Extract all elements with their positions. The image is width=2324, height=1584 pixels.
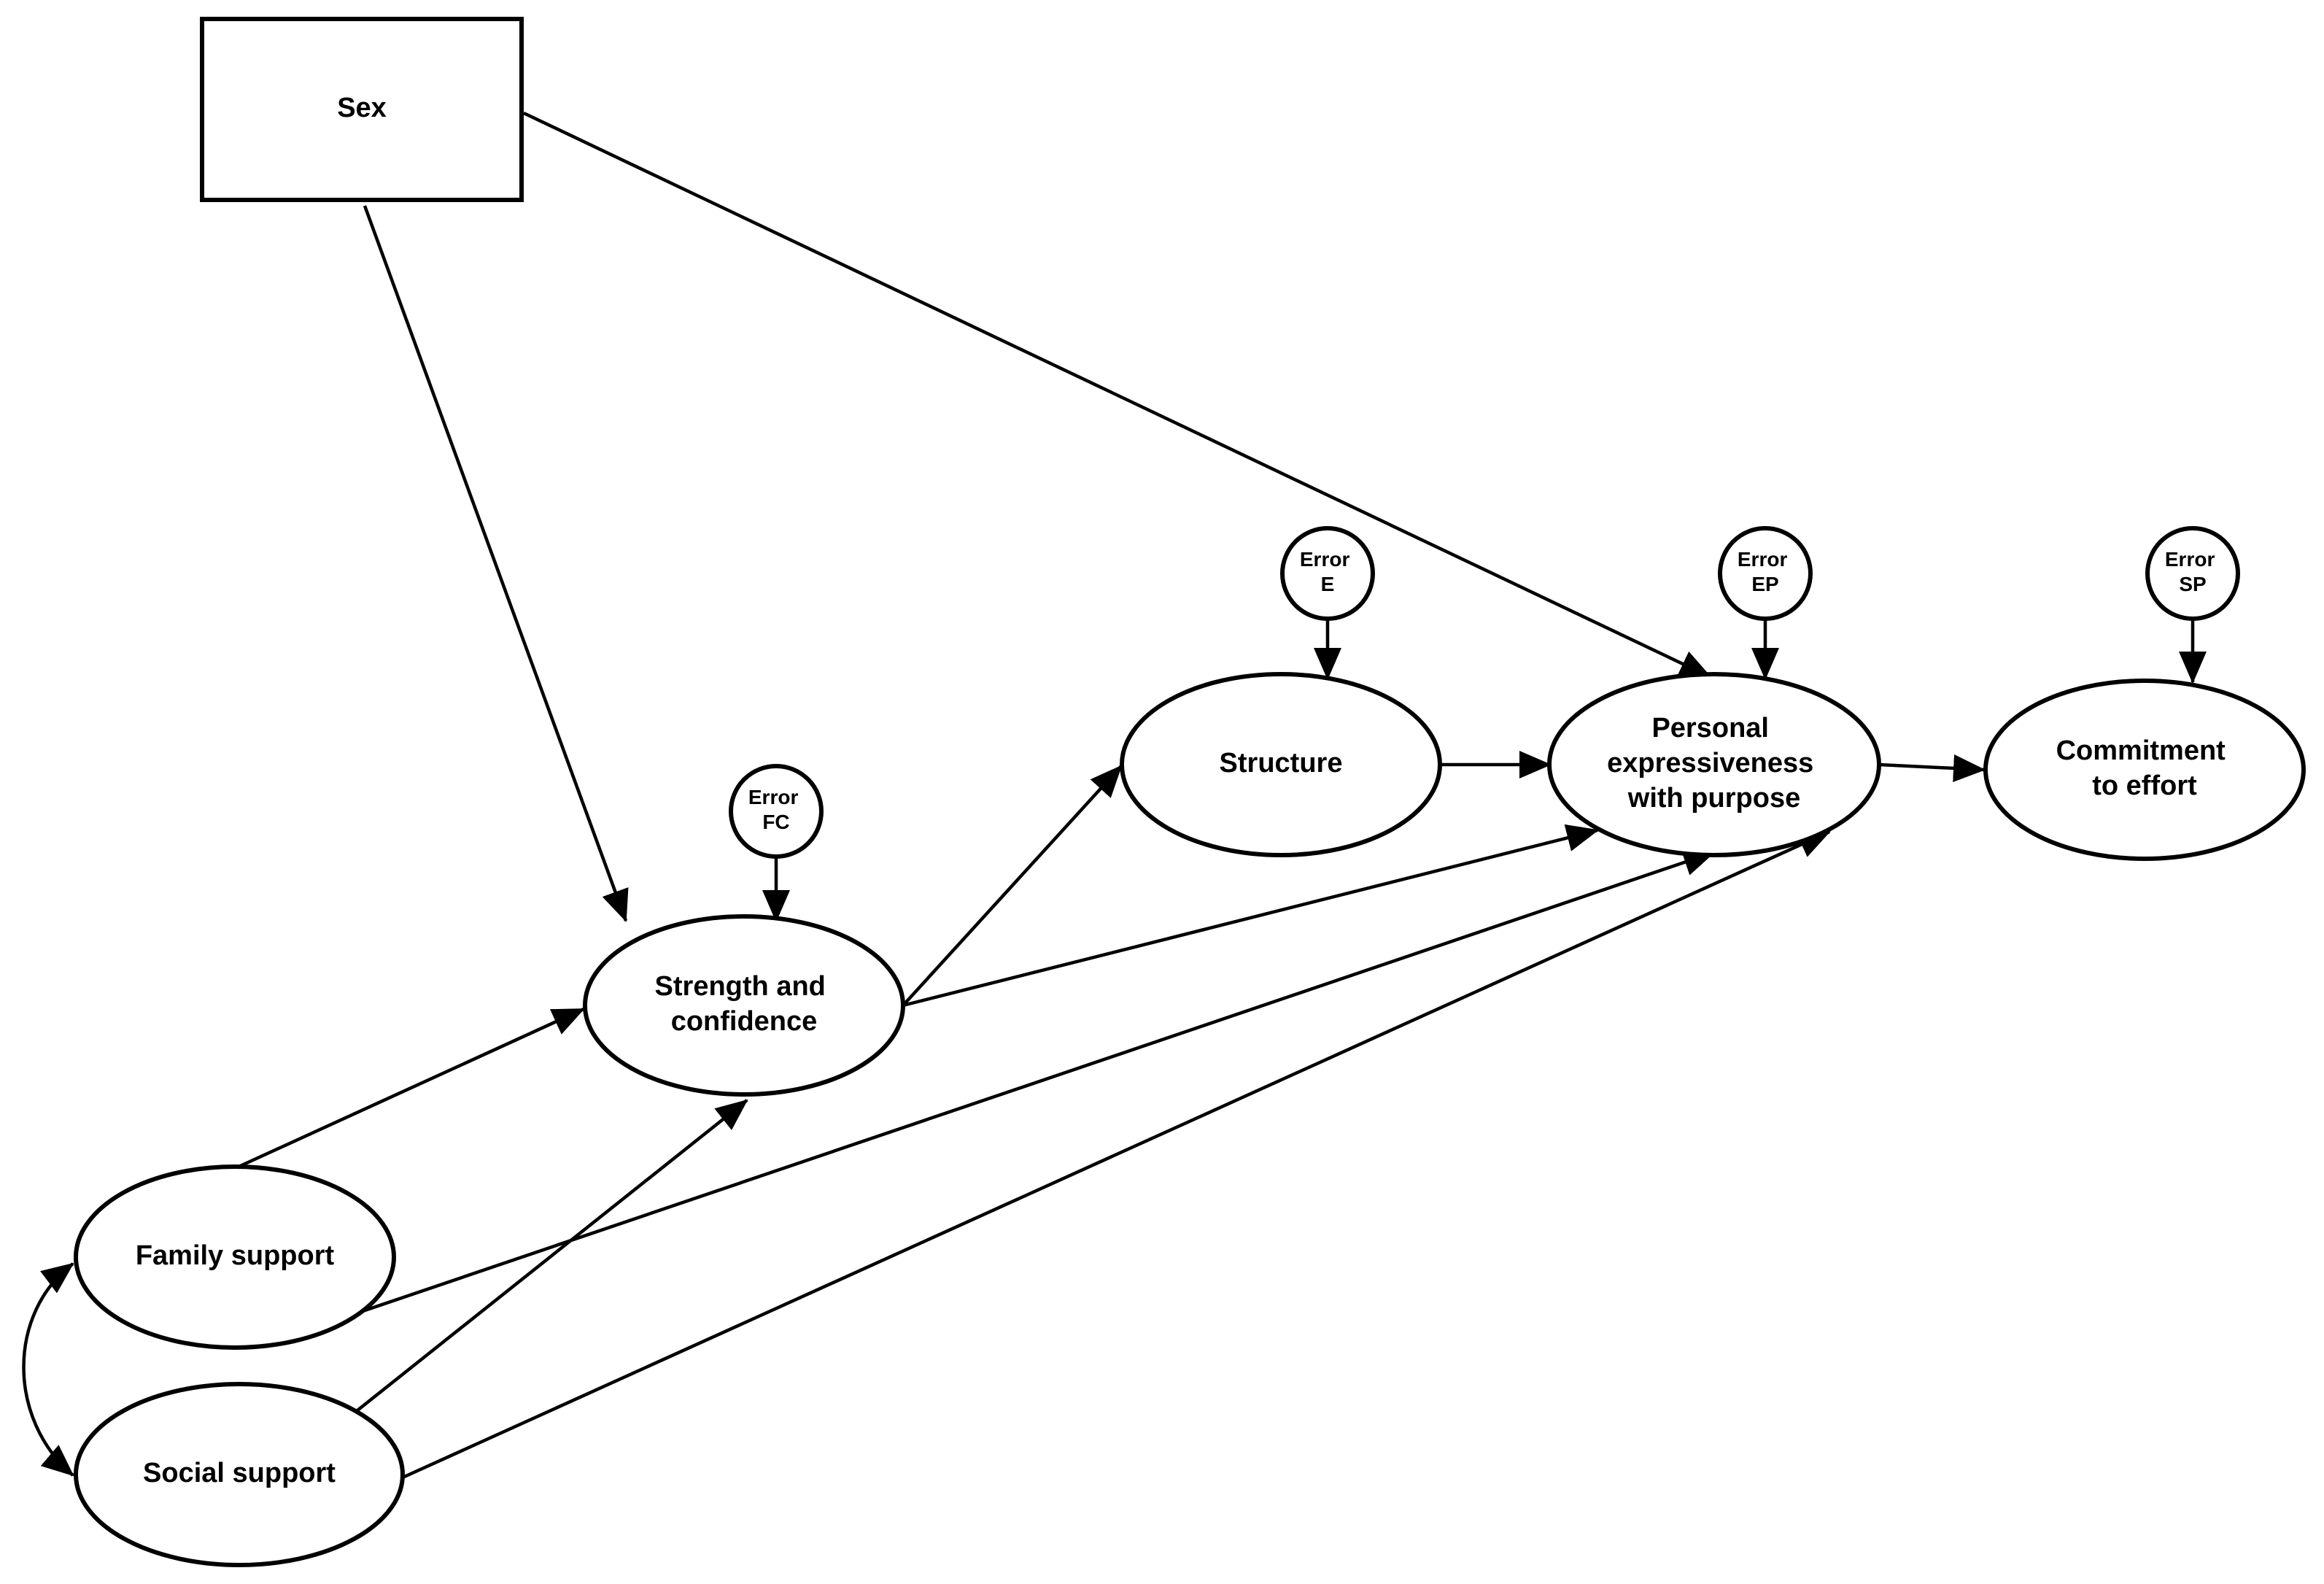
node-personal-label-line-1: Personal — [1651, 713, 1769, 743]
node-personal-label-line-2: expressiveness — [1607, 748, 1813, 779]
error-sp-label: Error SP — [2165, 548, 2220, 595]
error-fc-label: Error FC — [748, 786, 804, 833]
node-personal-ellipse — [1547, 672, 1881, 857]
error-ep-label-line-2: EP — [1751, 573, 1778, 595]
error-sp[interactable]: Error SP — [2145, 526, 2240, 621]
node-commitment-to-effort[interactable]: Commitment to effort — [1983, 679, 2306, 861]
edge-correlation-family-social — [22, 1262, 74, 1477]
error-sp-circle — [2145, 526, 2240, 621]
node-structure-label: Structure — [1220, 748, 1343, 779]
node-social-support[interactable]: Social support — [74, 1382, 405, 1567]
error-ep-label-line-1: Error — [1738, 548, 1788, 571]
error-ep[interactable]: Error EP — [1718, 526, 1813, 621]
edge-personal-to-commitment — [1878, 754, 1986, 782]
node-commitment-ellipse — [1983, 679, 2306, 861]
node-strength-label-line-2: confidence — [671, 1006, 818, 1037]
edge-sex-to-strength — [363, 205, 629, 922]
error-e-label: Error E — [1300, 548, 1355, 595]
error-fc[interactable]: Error FC — [729, 764, 824, 859]
node-strength-and-confidence[interactable]: Strength and confidence — [583, 914, 905, 1097]
error-e-label-line-2: E — [1321, 573, 1335, 595]
edge-strength-to-structure — [902, 765, 1123, 1007]
error-fc-label-line-2: FC — [762, 811, 789, 833]
error-ep-label: Error EP — [1738, 548, 1793, 595]
node-social-label: Social support — [143, 1458, 336, 1488]
edge-social-to-strength — [356, 1099, 748, 1412]
node-family-ellipse — [74, 1164, 396, 1350]
node-family-label: Family support — [136, 1240, 335, 1271]
node-sex-label: Sex — [337, 93, 387, 123]
error-e-circle — [1280, 526, 1375, 621]
node-strength-ellipse — [583, 914, 905, 1097]
error-sp-label-line-1: Error — [2165, 548, 2215, 571]
error-fc-circle — [729, 764, 824, 859]
node-commitment-label-line-2: to effort — [2092, 770, 2197, 801]
error-fc-label-line-1: Error — [748, 786, 799, 808]
node-personal-expressiveness-with-purpose[interactable]: Personal expressiveness with purpose — [1547, 672, 1881, 857]
node-sex[interactable]: Sex — [200, 17, 524, 202]
edge-sex-to-personal — [523, 111, 1712, 679]
node-personal-label-line-3: with purpose — [1627, 783, 1800, 814]
edge-social-to-personal — [402, 830, 1831, 1480]
nodes-layer: Sex Strength and confidence Structure Pe… — [74, 17, 2306, 1567]
node-strength-label: Strength and confidence — [655, 971, 834, 1037]
node-social-ellipse — [74, 1382, 405, 1567]
error-sp-label-line-2: SP — [2179, 573, 2206, 595]
node-sex-box — [200, 17, 524, 202]
edge-family-to-strength — [236, 1007, 585, 1170]
node-strength-label-line-1: Strength and — [655, 971, 826, 1002]
edge-family-to-personal — [338, 849, 1716, 1321]
node-structure[interactable]: Structure — [1120, 672, 1442, 857]
edge-strength-to-personal — [902, 824, 1599, 1008]
edges-layer — [22, 111, 2207, 1480]
node-commitment-label: Commitment to effort — [2056, 735, 2234, 801]
error-e[interactable]: Error E — [1280, 526, 1375, 621]
error-e-label-line-1: Error — [1300, 548, 1350, 571]
error-ep-circle — [1718, 526, 1813, 621]
node-structure-ellipse — [1120, 672, 1442, 857]
node-family-support[interactable]: Family support — [74, 1164, 396, 1350]
node-personal-label: Personal expressiveness with purpose — [1607, 713, 1821, 814]
node-commitment-label-line-1: Commitment — [2056, 735, 2226, 766]
